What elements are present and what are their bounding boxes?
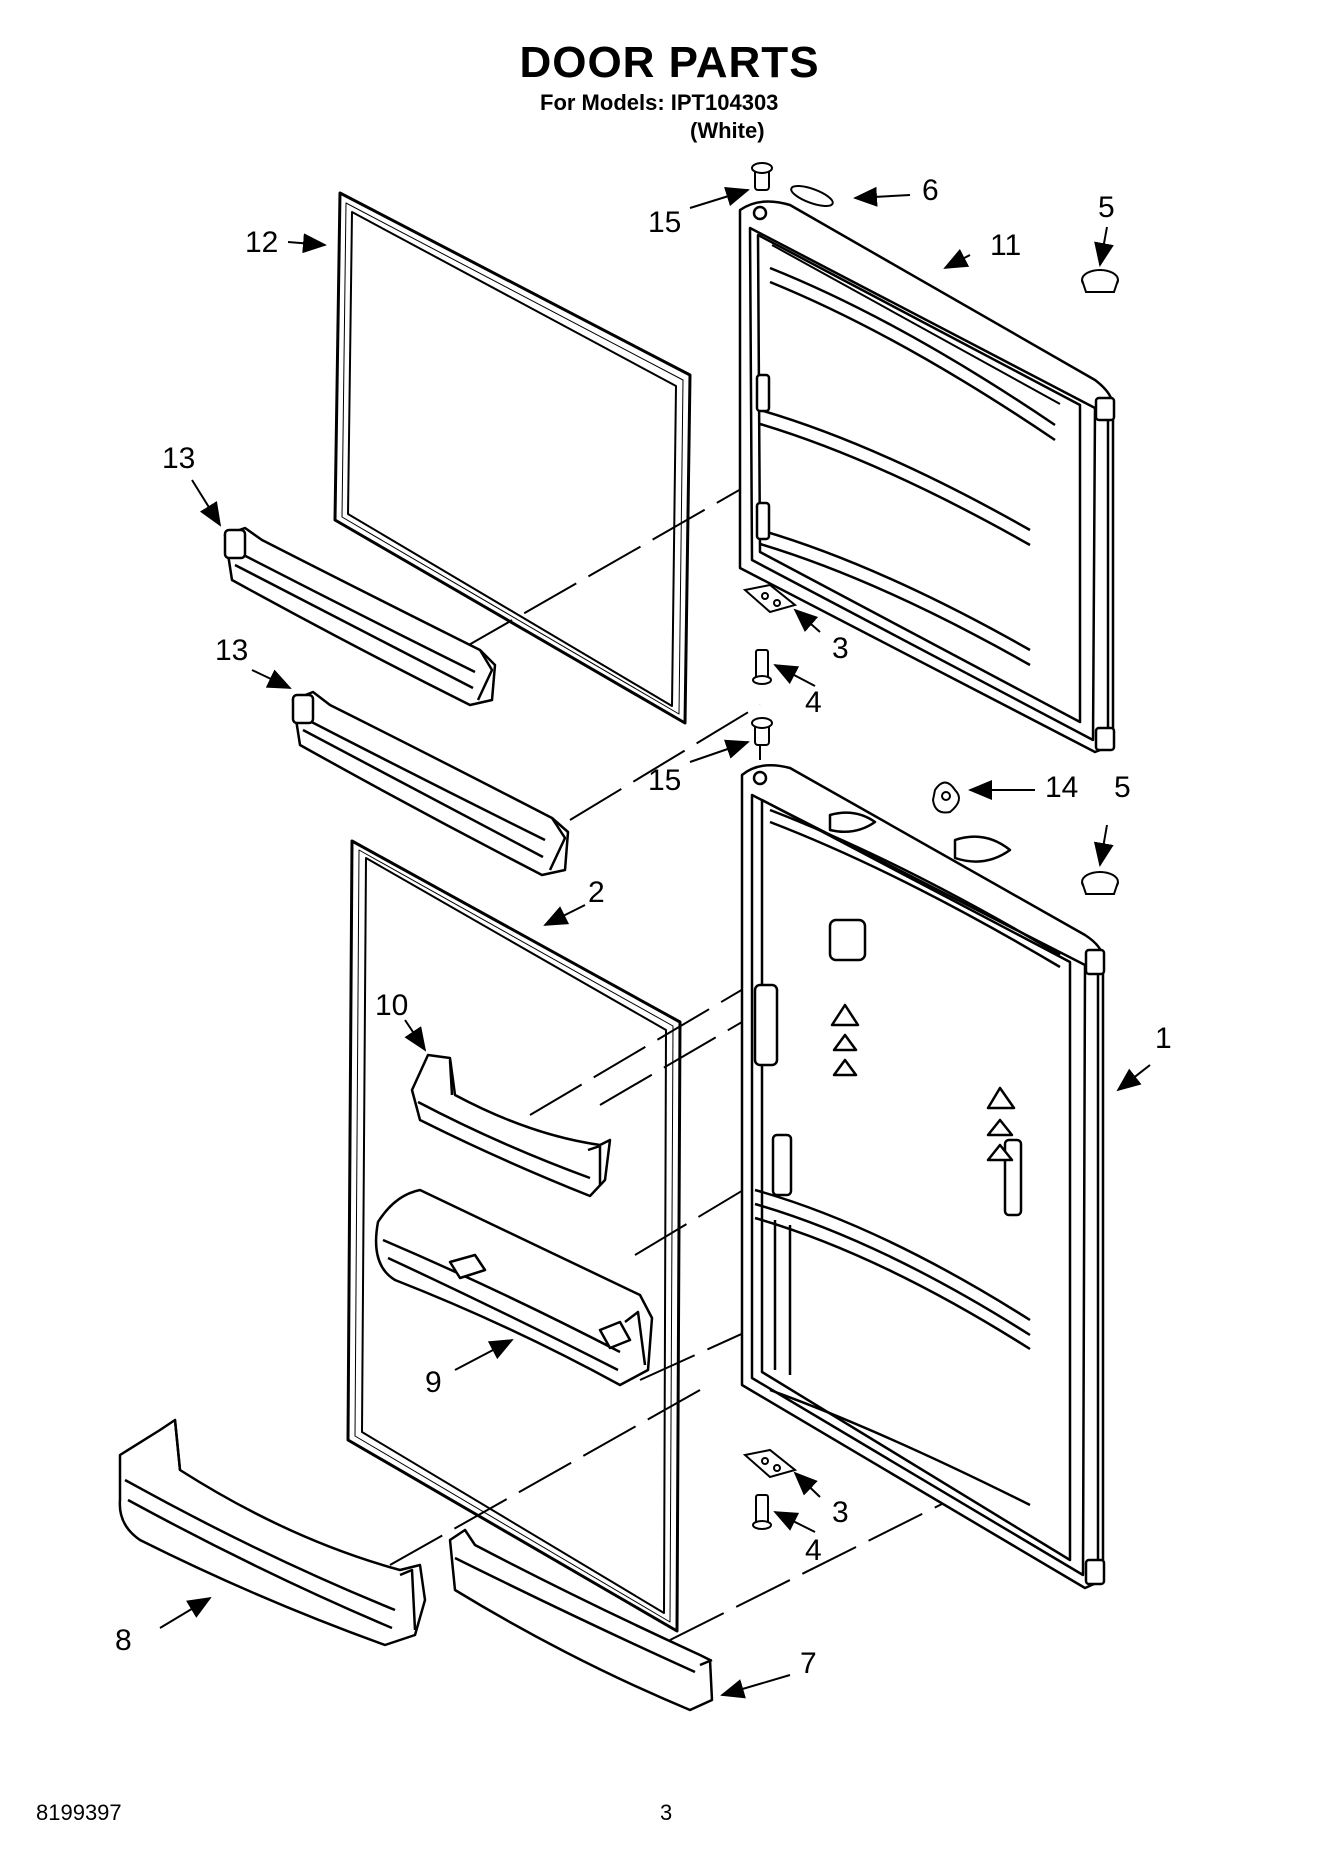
- upper-door-bin: [223, 526, 497, 707]
- models-line: For Models: IPT104303: [540, 90, 779, 115]
- callout-13-upper: 13: [162, 442, 195, 475]
- upper-freezer-door: [738, 200, 1116, 754]
- hinge-pin-lower: [751, 717, 773, 746]
- callout-14: 14: [1045, 771, 1078, 804]
- screw-lower: [752, 1494, 772, 1530]
- hinge-bracket-upper: [742, 583, 798, 614]
- callout-3-upper: 3: [832, 632, 849, 665]
- callout-13-lower: 13: [215, 634, 248, 667]
- screw-upper: [752, 649, 772, 685]
- middle-door-bin: [291, 690, 570, 877]
- lower-door-gasket: [346, 839, 682, 1633]
- document-number: 8199397: [36, 1800, 122, 1825]
- callout-12: 12: [245, 226, 278, 259]
- callout-11: 11: [990, 229, 1021, 262]
- callout-2: 2: [588, 876, 605, 909]
- callout-5-lower: 5: [1114, 771, 1131, 804]
- callout-9: 9: [425, 1366, 442, 1399]
- callout-labels: 1 2 3 4 3 4 5 5 6 7 8 9 10 11 12 13 13 1…: [115, 174, 1172, 1680]
- washer: [790, 185, 834, 207]
- callout-6: 6: [922, 174, 939, 207]
- stop-cam: [931, 781, 960, 814]
- color-line: (White): [690, 118, 765, 143]
- large-door-bin: [374, 1188, 654, 1387]
- hinge-cap-lower: [1081, 871, 1119, 895]
- bottom-door-bin: [448, 1528, 714, 1712]
- callout-arrows: [159, 186, 1151, 1699]
- upper-door-gasket: [333, 191, 692, 725]
- callout-7: 7: [800, 1647, 817, 1680]
- tall-bottom-door-bin: [118, 1418, 427, 1647]
- callout-3-lower: 3: [832, 1496, 849, 1529]
- callout-4-lower: 4: [805, 1534, 822, 1567]
- hinge-bracket-lower: [742, 1448, 798, 1479]
- callout-1: 1: [1155, 1022, 1172, 1055]
- page-number: 3: [660, 1800, 673, 1825]
- callout-10: 10: [375, 989, 408, 1022]
- callout-5-upper: 5: [1098, 191, 1115, 224]
- hinge-pin-upper: [751, 162, 773, 191]
- callout-15-lower: 15: [648, 764, 681, 797]
- callout-4-upper: 4: [805, 686, 822, 719]
- callout-8: 8: [115, 1624, 132, 1657]
- page-title: DOOR PARTS: [519, 38, 820, 87]
- lower-refrigerator-door: [740, 763, 1106, 1590]
- callout-15-upper: 15: [648, 206, 681, 239]
- hinge-cap-upper: [1081, 269, 1119, 293]
- small-door-bin: [410, 1053, 612, 1198]
